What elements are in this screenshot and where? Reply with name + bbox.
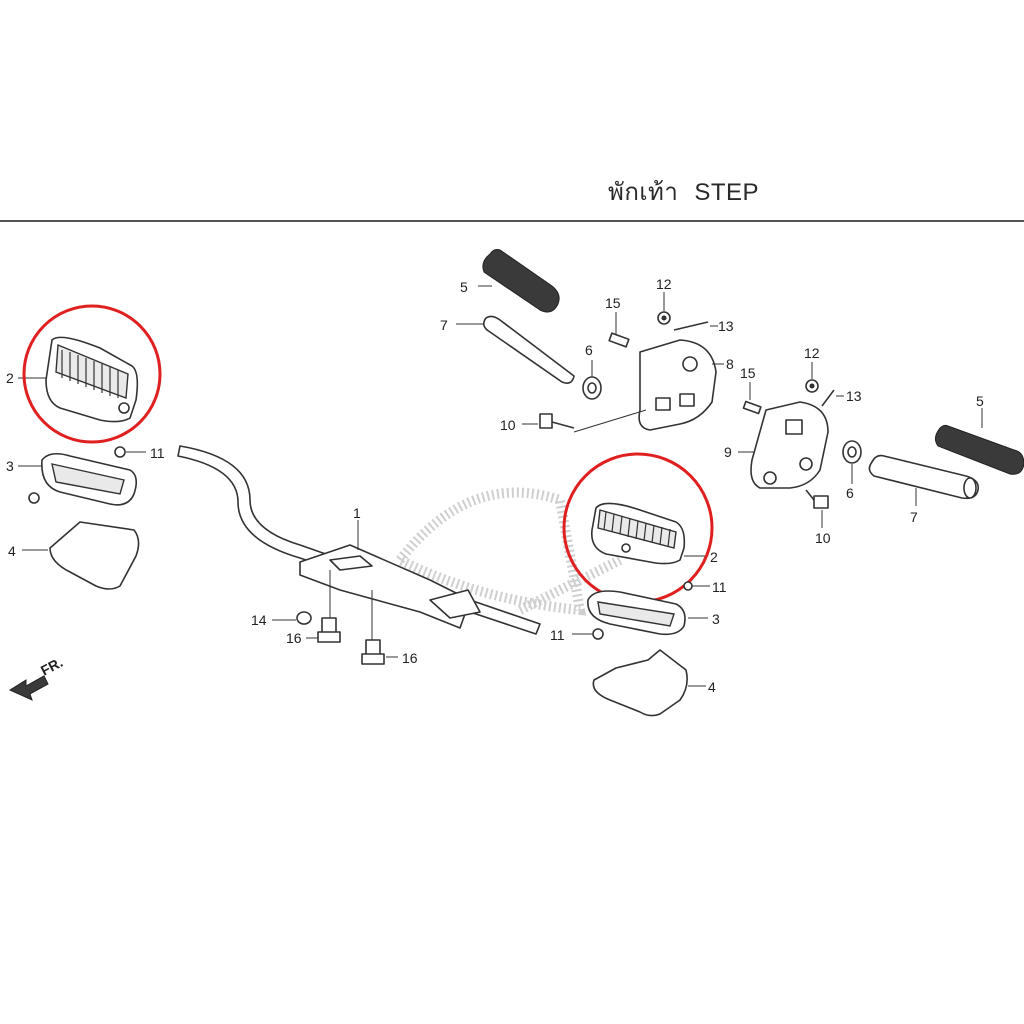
callout-1: 1 <box>353 505 361 521</box>
callout-16-a: 16 <box>286 630 302 646</box>
nut-12-right <box>805 362 819 393</box>
step-bar-frame <box>177 445 541 640</box>
pin-7-left <box>456 315 575 384</box>
callout-3-right: 3 <box>712 611 720 627</box>
title-divider <box>0 220 1024 222</box>
callout-6-right: 6 <box>846 485 854 501</box>
front-direction-marker: FR. <box>8 654 65 701</box>
callout-5-left: 5 <box>460 279 468 295</box>
footpeg-rubber-5-right <box>934 408 1024 475</box>
footpeg-rubber-5-left <box>478 249 560 313</box>
callout-16-b: 16 <box>402 650 418 666</box>
bolt-16-a <box>306 617 341 643</box>
step-rubber-left <box>18 336 139 423</box>
callout-12-right: 12 <box>804 345 820 361</box>
callout-11-c: 11 <box>550 627 565 643</box>
callout-12-left: 12 <box>656 276 672 292</box>
screw-11-right-top <box>683 581 710 591</box>
callout-3-left: 3 <box>6 458 14 474</box>
callout-8: 8 <box>726 356 734 372</box>
screw-left-bottom <box>28 492 40 504</box>
washer-6-right <box>842 440 862 484</box>
cotter-13-right <box>821 389 844 407</box>
step-holder-right <box>587 590 708 636</box>
step-cover-right <box>592 649 706 717</box>
callout-10-right: 10 <box>815 530 831 546</box>
callout-15-left: 15 <box>605 295 621 311</box>
bolt-16-b <box>361 639 398 665</box>
callout-11-b: 11 <box>712 579 727 595</box>
callout-13-left: 13 <box>718 318 734 334</box>
callout-6-left: 6 <box>585 342 593 358</box>
bolt-10-left <box>522 409 647 433</box>
callout-2-right: 2 <box>710 549 718 565</box>
callout-10-left: 10 <box>500 417 516 433</box>
washer-6-left <box>582 360 602 400</box>
step-rubber-right <box>590 502 708 565</box>
direction-label: FR. <box>38 654 65 679</box>
callout-7-left: 7 <box>440 317 448 333</box>
bolt-15-left <box>608 312 630 348</box>
callout-4-left: 4 <box>8 543 16 559</box>
screw-11-left-top <box>114 446 146 458</box>
callout-11-a: 11 <box>150 445 165 461</box>
callout-7-right: 7 <box>910 509 918 525</box>
callout-14: 14 <box>251 612 267 628</box>
step-cover-left <box>22 521 140 590</box>
rubber-14 <box>272 611 312 625</box>
callout-9: 9 <box>724 444 732 460</box>
screw-11-right-bottom <box>572 628 604 640</box>
nut-12-left <box>657 292 671 325</box>
diagram-title: พักเท้า STEP <box>608 172 759 211</box>
bolt-15-right <box>742 382 762 415</box>
cotter-13-left <box>673 321 718 331</box>
bolt-10-right <box>805 489 829 528</box>
callout-5-right: 5 <box>976 393 984 409</box>
title-thai: พักเท้า <box>608 178 679 206</box>
highlight-circle-left <box>22 304 162 444</box>
callout-15-right: 15 <box>740 365 756 381</box>
step-holder-left <box>18 452 138 506</box>
bracket-9 <box>738 401 829 489</box>
pin-7-right <box>868 454 980 506</box>
front-arrow-icon <box>8 675 49 701</box>
callout-13-right: 13 <box>846 388 862 404</box>
title-english: STEP <box>694 179 760 206</box>
bracket-8 <box>638 339 724 431</box>
callout-2-left: 2 <box>6 370 14 386</box>
callout-4-right: 4 <box>708 679 716 695</box>
brand-watermark <box>392 487 623 616</box>
